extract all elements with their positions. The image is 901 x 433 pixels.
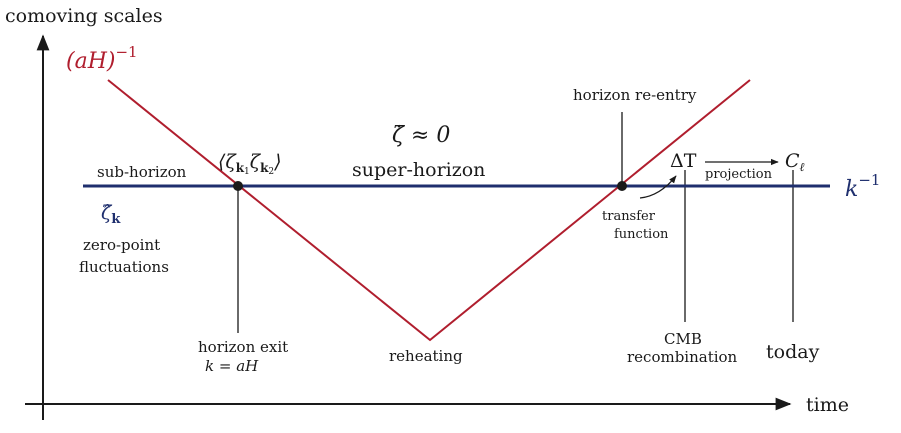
correlator-label: ⟨ζk1ζk2⟩: [218, 151, 282, 177]
horizon-reentry-label: horizon re-entry: [573, 86, 697, 104]
zero-point-label-line2: fluctuations: [79, 258, 169, 276]
hubble-radius-label: (aH)−1: [66, 43, 138, 74]
cmb-label-line1: CMB: [664, 330, 702, 348]
delta-t-label: ΔT: [670, 150, 697, 172]
zeta-dot-label: ζ̇ ≈ 0: [392, 123, 450, 148]
reheating-label: reheating: [389, 347, 463, 365]
transfer-arrow-icon: [639, 175, 677, 199]
sub-horizon-label: sub-horizon: [97, 163, 187, 181]
transfer-function-label-line2: function: [614, 227, 669, 242]
horizon-reentry-dot: [617, 181, 627, 191]
projection-label: projection: [705, 167, 773, 182]
super-horizon-label: super-horizon: [352, 159, 485, 181]
transfer-function-label-line1: transfer: [602, 209, 656, 224]
zeta-hat-label: ζ̂k: [101, 202, 121, 227]
zero-point-label-line1: zero-point: [83, 236, 160, 254]
horizon-exit-dot: [233, 181, 243, 191]
horizon-exit-label-line1: horizon exit: [198, 338, 288, 356]
today-label: today: [766, 341, 820, 363]
y-axis-label: comoving scales: [5, 5, 163, 27]
c-ell-label: Cℓ: [785, 150, 805, 174]
hubble-radius-curve: [107, 79, 751, 342]
cmb-label-line2: recombination: [627, 348, 738, 366]
mode-scale-label: k−1: [845, 171, 880, 202]
horizon-exit-label-line2: k = aH: [205, 357, 259, 375]
x-axis-label: time: [806, 394, 849, 416]
